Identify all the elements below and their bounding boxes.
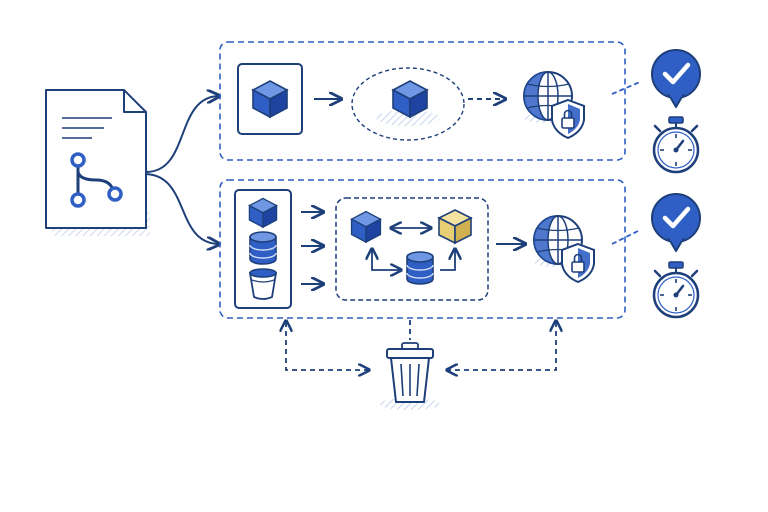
cube-icon (438, 209, 472, 244)
package-stage (351, 67, 465, 141)
pipeline-bottom (219, 179, 626, 319)
check-badge-icon (652, 194, 700, 251)
status-bottom (611, 194, 700, 319)
cube-icon (248, 197, 278, 228)
git-branch-icon (70, 152, 123, 208)
status-top (611, 50, 700, 174)
cleanup-arrow (448, 322, 556, 370)
database-icon (249, 231, 277, 265)
globe-shield-icon (533, 215, 595, 283)
link-arrow (440, 250, 455, 271)
artifact-stack (234, 189, 292, 309)
cube-icon (350, 210, 382, 243)
trash-can-icon (380, 342, 440, 410)
branch-arrow-bottom (145, 173, 218, 244)
stopwatch-icon (652, 115, 700, 174)
cube-icon (252, 80, 288, 118)
pipeline-top (219, 41, 626, 161)
cube-icon (392, 80, 428, 118)
check-badge-icon (652, 50, 700, 107)
database-icon (406, 251, 434, 285)
cleanup-arrow (286, 322, 368, 370)
link-arrow (372, 250, 400, 270)
globe-shield-icon (523, 71, 585, 139)
bucket-icon (248, 268, 278, 300)
branch-arrow-top (145, 96, 218, 173)
build-stage (237, 63, 303, 135)
source-document (45, 89, 150, 236)
cleanup-flow (286, 320, 556, 410)
service-cluster (335, 197, 489, 301)
stopwatch-icon (652, 260, 700, 319)
